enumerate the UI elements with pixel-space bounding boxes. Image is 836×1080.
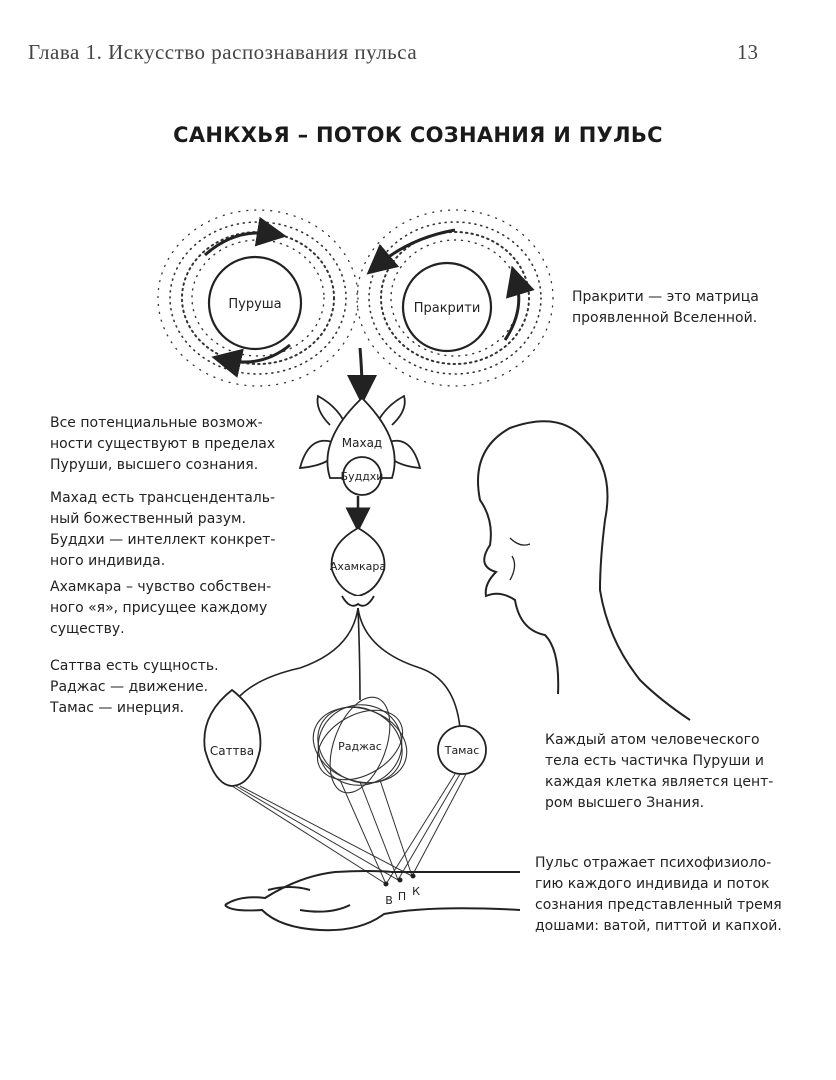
tamas-label: Тамас xyxy=(444,744,480,757)
arm-and-hand xyxy=(224,870,521,932)
ahamkara-label: Ахамкара xyxy=(330,560,386,573)
pulse-point-p xyxy=(397,877,403,883)
face-features xyxy=(509,537,531,581)
pulse-points xyxy=(383,873,416,887)
tamas-circle xyxy=(437,725,487,775)
page-number: 13 xyxy=(737,40,758,64)
note-gunas: Саттва есть сущность. Раджас — движение.… xyxy=(50,658,219,716)
note-prakriti: Пракрити — это матрица проявленной Вселе… xyxy=(572,289,759,326)
mahad-label: Махад xyxy=(342,436,382,450)
note-ahamkara: Ахамкара – чувство собствен- ного «я», п… xyxy=(50,579,272,637)
note-mahad: Махад есть трансценденталь- ный божестве… xyxy=(50,490,276,569)
pulse-label-v: В xyxy=(385,894,393,907)
pulse-lines xyxy=(231,773,467,885)
guna-branches xyxy=(235,607,461,729)
flow-arrows xyxy=(203,216,535,533)
pulse-label-p: П xyxy=(398,890,406,903)
diagram-title: САНКХЬЯ – ПОТОК СОЗНАНИЯ И ПУЛЬС xyxy=(173,123,663,147)
note-purusha: Все потенциальные возмож- ности существу… xyxy=(50,415,276,473)
purusha-label: Пуруша xyxy=(228,297,281,312)
ahamkara-bulb xyxy=(330,526,386,607)
dotted-swirl-left xyxy=(157,209,359,387)
prakriti-label: Пракрити xyxy=(414,301,481,316)
human-profile xyxy=(477,420,691,721)
note-pulse: Пульс отражает психофизиоло- гию каждого… xyxy=(535,855,782,934)
rajas-label: Раджас xyxy=(338,740,382,753)
pulse-point-v xyxy=(383,881,389,887)
note-atom: Каждый атом человеческого тела есть част… xyxy=(545,732,774,811)
rajas-cloud xyxy=(312,696,408,794)
purusha-circle xyxy=(207,255,303,351)
buddhi-label: Буддхи xyxy=(341,470,384,483)
pulse-point-k xyxy=(410,873,416,879)
running-head: Глава 1. Искусство распознавания пульса xyxy=(28,40,418,64)
pulse-label-k: К xyxy=(412,885,420,898)
buddhi-circle xyxy=(342,456,382,496)
prakriti-circle xyxy=(401,261,493,353)
mahad-lotus xyxy=(298,394,422,479)
sattva-label: Саттва xyxy=(210,744,254,758)
